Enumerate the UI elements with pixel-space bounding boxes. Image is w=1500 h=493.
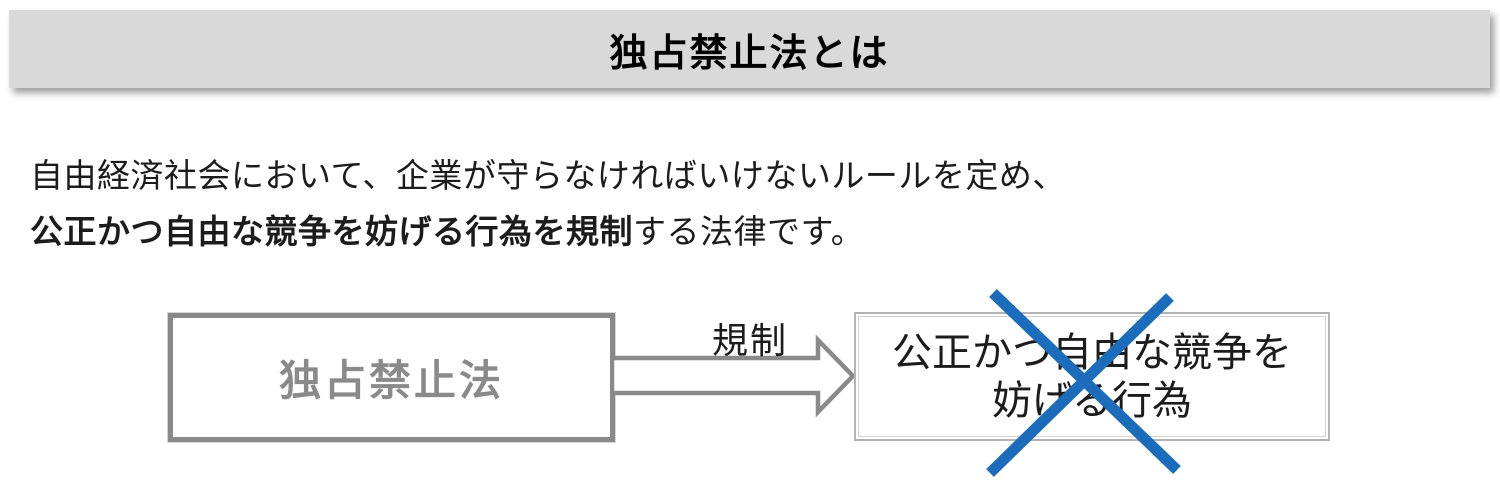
body-text-line-1: 自由経済社会において、企業が守らなければいけないルールを定め、 [30,157,1066,194]
body-text-line-2-rest: する法律です。 [633,213,865,250]
block-arrow-icon [610,334,857,418]
cross-stroke-2 [986,293,1174,477]
block-arrow-shape [610,334,857,418]
body-text-line-2-bold: 公正かつ自由な競争を妨げる行為を規制 [30,213,633,250]
law-box-label: 独占禁止法 [278,357,504,404]
title-bar: 独占禁止法とは [9,10,1490,88]
law-box: 独占禁止法 [168,313,615,442]
page-title: 独占禁止法とは [609,32,890,75]
arrow-label: 規制 [711,320,788,361]
body-text-line-2: 公正かつ自由な競争を妨げる行為を規制する法律です。 [30,212,864,252]
prohibition-cross-icon [986,289,1181,477]
conduct-box: 公正かつ自由な競争を 妨げる行為 [854,312,1330,441]
